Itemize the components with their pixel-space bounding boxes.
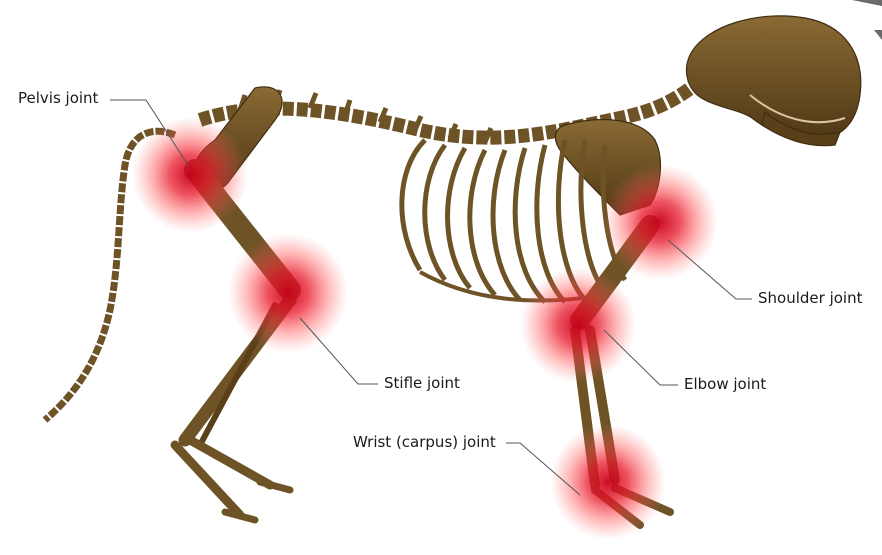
stifle-joint-glow xyxy=(228,233,348,353)
hind-paw xyxy=(225,482,290,520)
corner-fold-icon xyxy=(852,0,882,40)
pelvis-joint-label: Pelvis joint xyxy=(18,91,98,106)
shoulder-joint-label: Shoulder joint xyxy=(758,291,862,306)
pelvis-joint-glow xyxy=(132,117,248,233)
stifle-joint-label: Stifle joint xyxy=(384,376,460,391)
wrist-joint-glow xyxy=(550,424,666,540)
shoulder-joint-glow xyxy=(602,164,718,280)
joint-highlights xyxy=(132,117,718,540)
elbow-joint-label: Elbow joint xyxy=(684,377,766,392)
elbow-joint-glow xyxy=(520,267,636,383)
hind-metatarsals xyxy=(175,440,270,515)
wrist-joint-label: Wrist (carpus) joint xyxy=(353,435,496,450)
